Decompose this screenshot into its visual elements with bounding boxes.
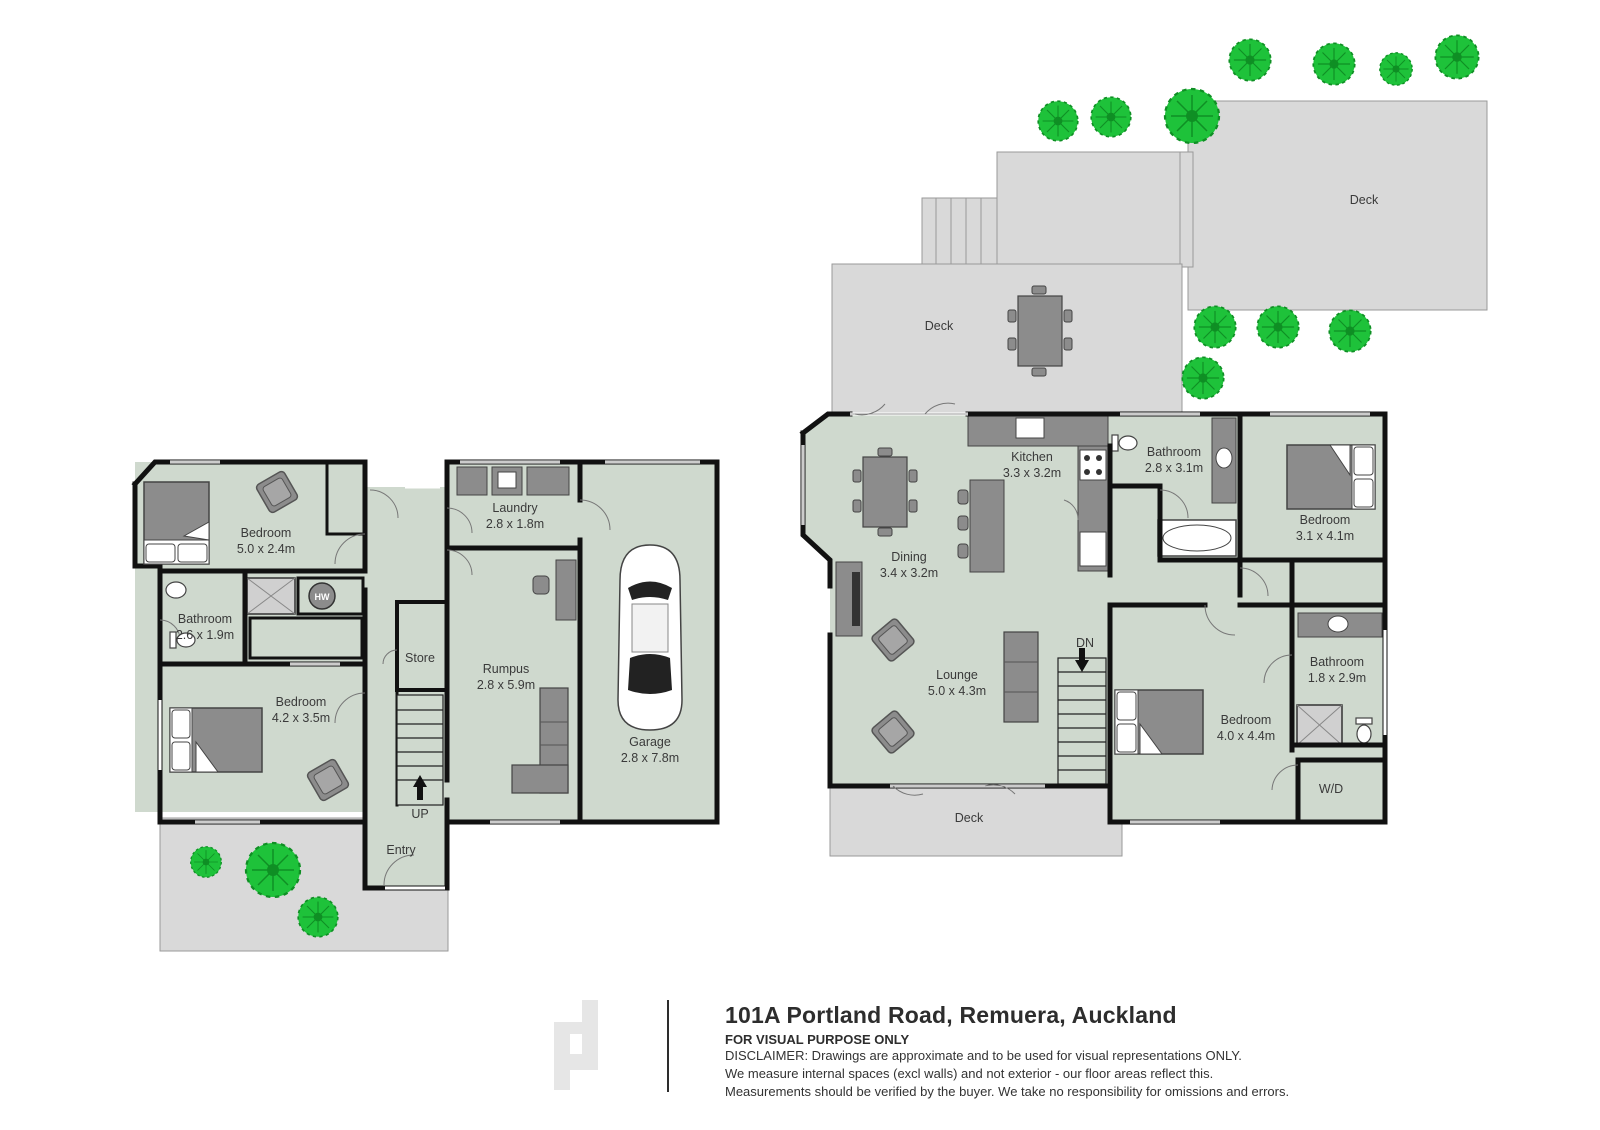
outdoor-table-icon bbox=[1007, 285, 1073, 377]
upper-bathroom-1-size: 2.8 x 3.1m bbox=[1145, 461, 1203, 475]
cooktop-icon bbox=[1079, 449, 1107, 481]
toilet-icon bbox=[1355, 717, 1373, 744]
up-label: UP bbox=[411, 807, 428, 821]
tree-icon bbox=[1163, 87, 1221, 145]
tree-icon bbox=[297, 896, 339, 938]
upper-bathroom-2-name: Bathroom bbox=[1310, 655, 1364, 669]
property-address: 101A Portland Road, Remuera, Auckland bbox=[725, 1002, 1177, 1028]
tree-icon bbox=[190, 846, 222, 878]
disclaimer-line: DISCLAIMER: Drawings are approximate and… bbox=[725, 1048, 1242, 1063]
garage-name: Garage bbox=[629, 735, 671, 749]
deck-bottom-label: Deck bbox=[955, 811, 984, 825]
wd-label: W/D bbox=[1319, 782, 1343, 796]
deck-mid bbox=[831, 263, 1183, 415]
laundry-size: 2.8 x 1.8m bbox=[486, 517, 544, 531]
tree-icon bbox=[1379, 52, 1413, 86]
dining-size: 3.4 x 3.2m bbox=[880, 566, 938, 580]
toilet-icon bbox=[1111, 434, 1138, 452]
car-icon bbox=[617, 544, 683, 731]
lower-bathroom-size: 2.6 x 1.9m bbox=[176, 628, 234, 642]
lounge-size: 5.0 x 4.3m bbox=[928, 684, 986, 698]
lower-bedroom-2-name: Bedroom bbox=[276, 695, 327, 709]
deck-mid-label: Deck bbox=[925, 319, 954, 333]
deck-right bbox=[1187, 100, 1488, 311]
sink-icon bbox=[1215, 447, 1233, 469]
kitchen-name: Kitchen bbox=[1011, 450, 1053, 464]
upper-bedroom-2-name: Bedroom bbox=[1221, 713, 1272, 727]
tree-icon bbox=[1256, 305, 1300, 349]
bed-icon bbox=[1286, 444, 1376, 510]
sofa-icon bbox=[1003, 631, 1039, 723]
lower-bedroom-1-size: 5.0 x 2.4m bbox=[237, 542, 295, 556]
deck-top-label: Deck bbox=[1350, 193, 1379, 207]
bed-icon bbox=[1114, 689, 1204, 755]
garage-size: 2.8 x 7.8m bbox=[621, 751, 679, 765]
disclaimer-line: We measure internal spaces (excl walls) … bbox=[725, 1066, 1214, 1081]
desk-icon bbox=[555, 559, 577, 621]
sink-icon bbox=[1327, 615, 1349, 633]
dining-table-icon bbox=[852, 447, 918, 537]
company-logo bbox=[554, 1000, 598, 1090]
kitchen-size: 3.3 x 3.2m bbox=[1003, 466, 1061, 480]
dining-name: Dining bbox=[891, 550, 926, 564]
desk-chair-icon bbox=[532, 575, 550, 595]
tree-icon bbox=[1181, 356, 1225, 400]
tree-icon bbox=[1312, 42, 1356, 86]
deck-bottom bbox=[829, 785, 1123, 857]
island-bench bbox=[969, 479, 1005, 573]
upper-bedroom-1-name: Bedroom bbox=[1300, 513, 1351, 527]
tree-icon bbox=[1328, 309, 1372, 353]
washer-icon bbox=[456, 466, 488, 496]
hot-water-cylinder bbox=[308, 582, 336, 610]
bed-icon bbox=[169, 707, 263, 773]
lower-floor: HW bbox=[131, 459, 720, 952]
upper-bedroom-2-size: 4.0 x 4.4m bbox=[1217, 729, 1275, 743]
lower-bedroom-2-size: 4.2 x 3.5m bbox=[272, 711, 330, 725]
lounge-name: Lounge bbox=[936, 668, 978, 682]
tree-icon bbox=[1037, 100, 1079, 142]
sofa-icon bbox=[511, 687, 569, 794]
upper-bedroom-1-size: 3.1 x 4.1m bbox=[1296, 529, 1354, 543]
lower-bedroom-1-name: Bedroom bbox=[241, 526, 292, 540]
entry-hall bbox=[365, 487, 447, 887]
footer: 101A Portland Road, Remuera, Auckland FO… bbox=[725, 1002, 1289, 1101]
tree-icon bbox=[1193, 305, 1237, 349]
tree-icon bbox=[1090, 96, 1132, 138]
bed-icon bbox=[143, 481, 210, 565]
hw-label: HW bbox=[315, 592, 330, 602]
upper-bathroom-2-size: 1.8 x 2.9m bbox=[1308, 671, 1366, 685]
tree-icon bbox=[244, 841, 302, 899]
oven-icon bbox=[1079, 531, 1107, 567]
disclaimer-line: Measurements should be verified by the b… bbox=[725, 1084, 1290, 1099]
tree-icon bbox=[1434, 34, 1480, 80]
tree-icon bbox=[1228, 38, 1272, 82]
visual-purpose-note: FOR VISUAL PURPOSE ONLY bbox=[725, 1032, 910, 1047]
lower-bathroom-name: Bathroom bbox=[178, 612, 232, 626]
footer-divider bbox=[667, 1000, 669, 1092]
store-label: Store bbox=[405, 651, 435, 665]
dn-label: DN bbox=[1076, 636, 1094, 650]
upper-bathroom-1-name: Bathroom bbox=[1147, 445, 1201, 459]
laundry-name: Laundry bbox=[492, 501, 538, 515]
upper-floor bbox=[799, 34, 1488, 857]
sink-icon bbox=[165, 581, 187, 599]
entry-label: Entry bbox=[386, 843, 416, 857]
bathtub-icon bbox=[1157, 519, 1237, 557]
rumpus-size: 2.8 x 5.9m bbox=[477, 678, 535, 692]
rumpus-name: Rumpus bbox=[483, 662, 530, 676]
